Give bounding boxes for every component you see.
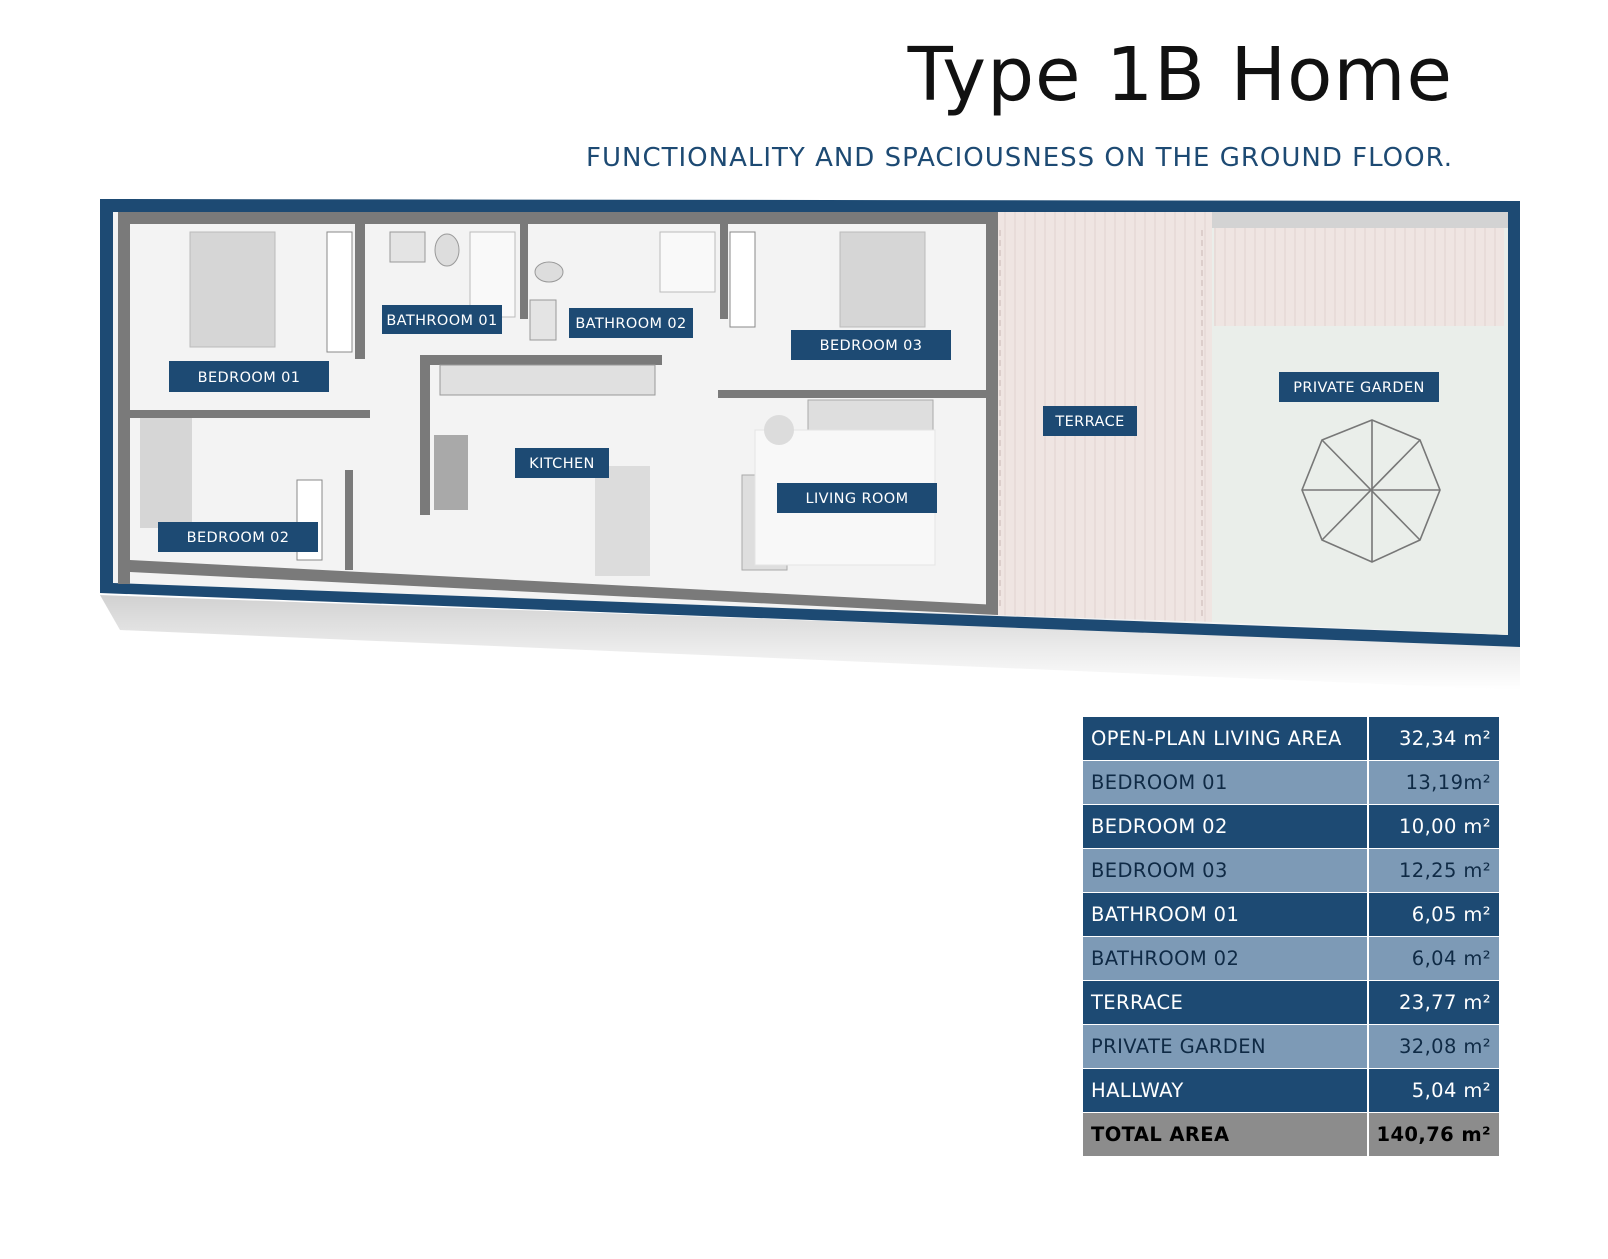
room-label-bedroom-01: BEDROOM 01 [169,361,329,392]
parasol-icon [1301,419,1441,563]
area-value: 32,08 m² [1366,1024,1499,1069]
area-name: PRIVATE GARDEN [1083,1024,1368,1069]
area-row: BATHROOM 02 6,04 m² [1083,936,1499,981]
desk-icon [140,418,192,528]
sink-icon [529,299,557,341]
floor-plan: BEDROOM 01 BATHROOM 01 BATHROOM 02 BEDRO… [100,199,1520,690]
area-name: TERRACE [1083,980,1368,1025]
total-area-name: TOTAL AREA [1083,1112,1368,1157]
wardrobe-icon [326,231,353,353]
area-value: 12,25 m² [1366,848,1499,893]
area-row: BEDROOM 02 10,00 m² [1083,804,1499,849]
areas-table: OPEN-PLAN LIVING AREA 32,34 m² BEDROOM 0… [1083,717,1499,1157]
area-row: BATHROOM 01 6,05 m² [1083,892,1499,937]
total-area-value: 140,76 m² [1366,1112,1499,1157]
sink-icon [389,231,426,263]
room-label-bathroom-01: BATHROOM 01 [382,305,502,334]
area-name: BATHROOM 01 [1083,892,1368,937]
page-subtitle: FUNCTIONALITY AND SPACIOUSNESS ON THE GR… [586,143,1453,173]
bed-icon [839,231,926,328]
plant-icon [764,415,794,445]
area-row: HALLWAY 5,04 m² [1083,1068,1499,1113]
area-value: 10,00 m² [1366,804,1499,849]
area-name: HALLWAY [1083,1068,1368,1113]
dining-table-icon [595,466,650,576]
svg-text:BEDROOM 03: BEDROOM 03 [820,338,923,354]
room-label-terrace: TERRACE [1043,406,1137,436]
shower-icon [659,231,716,293]
room-label-kitchen: KITCHEN [515,448,609,478]
area-value: 23,77 m² [1366,980,1499,1025]
area-name: BEDROOM 03 [1083,848,1368,893]
svg-text:BEDROOM 02: BEDROOM 02 [187,530,290,546]
garden-deck [1214,228,1504,326]
area-row: PRIVATE GARDEN 32,08 m² [1083,1024,1499,1069]
room-label-private-garden: PRIVATE GARDEN [1279,372,1439,402]
area-value: 6,05 m² [1366,892,1499,937]
total-area-row: TOTAL AREA 140,76 m² [1083,1112,1499,1157]
area-row: BEDROOM 03 12,25 m² [1083,848,1499,893]
room-label-living-room: LIVING ROOM [777,483,937,513]
page-title: Type 1B Home [907,32,1453,118]
area-row: BEDROOM 01 13,19m² [1083,760,1499,805]
svg-text:BEDROOM 01: BEDROOM 01 [198,370,301,386]
room-label-bedroom-02: BEDROOM 02 [158,522,318,552]
svg-text:PRIVATE GARDEN: PRIVATE GARDEN [1293,380,1425,396]
area-row: TERRACE 23,77 m² [1083,980,1499,1025]
area-value: 5,04 m² [1366,1068,1499,1113]
plan-shadow [100,595,1520,690]
svg-text:BATHROOM 01: BATHROOM 01 [386,313,497,329]
area-value: 13,19m² [1366,760,1499,805]
area-row: OPEN-PLAN LIVING AREA 32,34 m² [1083,717,1499,761]
area-value: 6,04 m² [1366,936,1499,981]
svg-text:TERRACE: TERRACE [1054,414,1124,430]
toilet-icon [534,261,564,283]
svg-text:LIVING ROOM: LIVING ROOM [805,491,908,507]
garden-top-border [1212,212,1508,228]
wardrobe-icon [729,231,756,328]
bed-icon [189,231,276,348]
svg-text:KITCHEN: KITCHEN [529,456,595,472]
kitchen-counter-icon [439,364,656,396]
room-label-bedroom-03: BEDROOM 03 [791,330,951,360]
kitchen-island-icon [434,435,468,510]
area-name: BEDROOM 02 [1083,804,1368,849]
toilet-icon [434,233,460,267]
area-name: BEDROOM 01 [1083,760,1368,805]
svg-text:BATHROOM 02: BATHROOM 02 [575,316,686,332]
area-value: 32,34 m² [1366,717,1499,761]
shower-icon [469,231,516,318]
area-name: OPEN-PLAN LIVING AREA [1083,717,1368,761]
area-name: BATHROOM 02 [1083,936,1368,981]
walls [118,212,998,615]
room-label-bathroom-02: BATHROOM 02 [569,308,693,338]
